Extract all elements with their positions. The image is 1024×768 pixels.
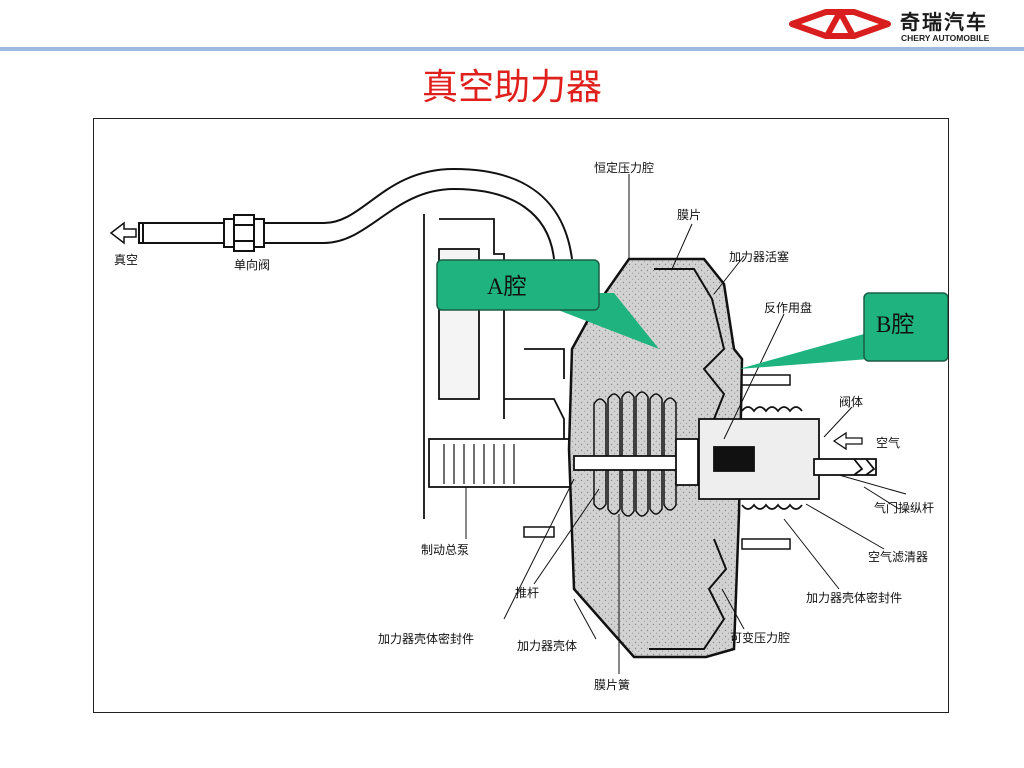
mounting-studs bbox=[523, 374, 791, 550]
leader-lines bbox=[465, 174, 907, 674]
diaphragm-spring bbox=[593, 391, 677, 517]
label-valve-body: 阀体 bbox=[839, 395, 863, 409]
vacuum-booster-diagram: A腔 B腔 真空 单向阀 恒定压力腔 膜片 加力器活塞 反作用盘 阀体 空气 气… bbox=[93, 118, 949, 713]
label-air-filter: 空气滤清器 bbox=[868, 549, 928, 564]
chery-logo: 奇瑞汽车 CHERY AUTOMOBILE bbox=[788, 4, 1018, 48]
label-push-rod: 推杆 bbox=[515, 586, 539, 600]
logo-text-cn: 奇瑞汽车 bbox=[900, 10, 988, 34]
callout-b: B腔 bbox=[863, 292, 948, 362]
chery-emblem-icon bbox=[789, 9, 891, 39]
callout-a: A腔 bbox=[436, 259, 600, 311]
callout-b-pointer bbox=[739, 334, 869, 369]
logo-text-en: CHERY AUTOMOBILE bbox=[901, 33, 990, 43]
valve-body bbox=[698, 406, 877, 510]
label-valve-rod: 气门操纵杆 bbox=[874, 500, 934, 515]
label-diaphragm: 膜片 bbox=[677, 208, 701, 222]
header-divider bbox=[0, 47, 1024, 51]
vacuum-hose bbox=[138, 167, 573, 260]
label-shell: 加力器壳体 bbox=[517, 639, 577, 653]
label-booster-piston: 加力器活塞 bbox=[729, 249, 789, 264]
label-reaction-disc: 反作用盘 bbox=[764, 300, 812, 315]
label-variable-chamber: 可变压力腔 bbox=[730, 630, 790, 645]
label-air: 空气 bbox=[876, 435, 900, 450]
check-valve bbox=[223, 214, 265, 252]
page-title: 真空助力器 bbox=[421, 67, 602, 108]
arrow-left-icon bbox=[109, 221, 137, 245]
label-master-cylinder: 制动总泵 bbox=[421, 543, 469, 557]
label-diaphragm-spring: 膜片簧 bbox=[594, 677, 630, 692]
label-check-valve: 单向阀 bbox=[234, 257, 270, 272]
air-inlet-arrow-icon bbox=[832, 431, 863, 451]
label-shell-seal-left: 加力器壳体密封件 bbox=[378, 631, 474, 646]
callout-b-text: B腔 bbox=[876, 312, 914, 337]
label-vacuum: 真空 bbox=[114, 253, 138, 267]
label-shell-seal-right: 加力器壳体密封件 bbox=[806, 590, 902, 605]
callout-a-text: A腔 bbox=[487, 274, 527, 299]
booster-cross-section: A腔 B腔 真空 单向阀 恒定压力腔 膜片 加力器活塞 反作用盘 阀体 空气 气… bbox=[109, 160, 948, 692]
diaphragm bbox=[649, 268, 728, 650]
label-constant-chamber: 恒定压力腔 bbox=[594, 160, 654, 175]
